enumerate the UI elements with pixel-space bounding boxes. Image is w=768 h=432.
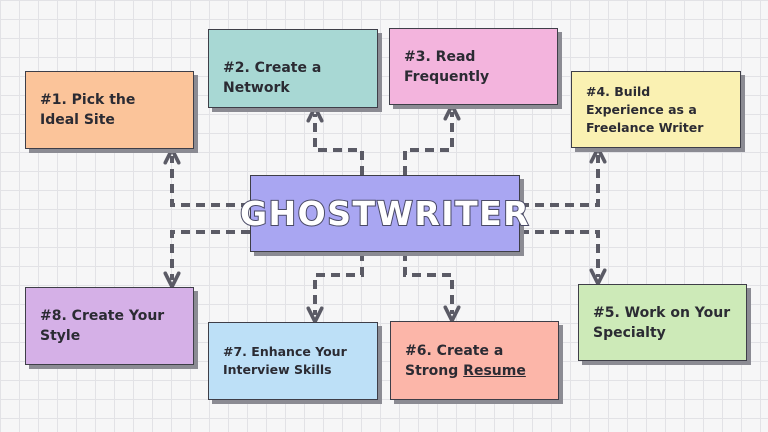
- central-topic-title: GHOSTWRITER: [239, 193, 531, 234]
- step-number-3: #3.: [404, 48, 431, 65]
- connector-to-step-5: [520, 230, 598, 277]
- step-text-1: #1. Pick the Ideal Site: [40, 90, 179, 130]
- step-card-1: #1. Pick the Ideal Site: [25, 71, 194, 149]
- step-label-4: Build Experience as a Freelance Writer: [586, 83, 704, 135]
- step-number-5: #5.: [593, 304, 620, 321]
- step-text-2: #2. Create a Network: [223, 58, 363, 98]
- step-card-5: #5. Work on Your Specialty: [578, 284, 747, 361]
- step-number-2: #2.: [223, 60, 250, 76]
- step-number-6: #6.: [405, 342, 432, 359]
- step-number-7: #7.: [223, 344, 247, 359]
- step-card-6: #6. Create a Strong Resume: [390, 321, 559, 400]
- central-topic-box: GHOSTWRITER: [239, 175, 530, 252]
- step-text-4: #4. Build Experience as a Freelance Writ…: [586, 83, 726, 137]
- step-text-6: #6. Create a Strong Resume: [405, 341, 544, 381]
- connector-to-step-7: [315, 252, 364, 315]
- step-number-1: #1.: [40, 92, 67, 108]
- step-card-2: #2. Create a Network: [208, 29, 378, 108]
- step-text-5: #5. Work on Your Specialty: [593, 303, 732, 343]
- step-label-8: Create Your Style: [40, 308, 165, 344]
- step-text-7: #7. Enhance Your Interview Skills: [223, 343, 363, 379]
- step-card-8: #8. Create Your Style: [25, 287, 194, 365]
- connector-to-step-2: [315, 114, 364, 175]
- step-label-5: Work on Your Specialty: [593, 304, 731, 341]
- resume-link[interactable]: Resume: [463, 362, 526, 379]
- step-label-3: Read Frequently: [404, 48, 490, 85]
- step-text-8: #8. Create Your Style: [40, 306, 179, 346]
- step-label-7: Enhance Your Interview Skills: [223, 344, 347, 377]
- step-card-7: #7. Enhance Your Interview Skills: [208, 322, 378, 400]
- step-card-3: #3. Read Frequently: [389, 28, 558, 105]
- connector-to-step-4: [520, 155, 598, 207]
- connector-to-step-1: [172, 156, 250, 207]
- connector-to-step-8: [172, 230, 250, 280]
- step-number-4: #4.: [586, 83, 610, 99]
- connector-to-step-3: [403, 112, 452, 175]
- connector-to-step-6: [403, 252, 452, 314]
- step-label-6: Create a Strong: [405, 342, 504, 379]
- step-number-8: #8.: [40, 308, 67, 324]
- step-text-3: #3. Read Frequently: [404, 47, 543, 87]
- step-label-2: Create a Network: [223, 60, 322, 96]
- step-label-1: Pick the Ideal Site: [40, 92, 136, 128]
- step-card-4: #4. Build Experience as a Freelance Writ…: [571, 71, 741, 148]
